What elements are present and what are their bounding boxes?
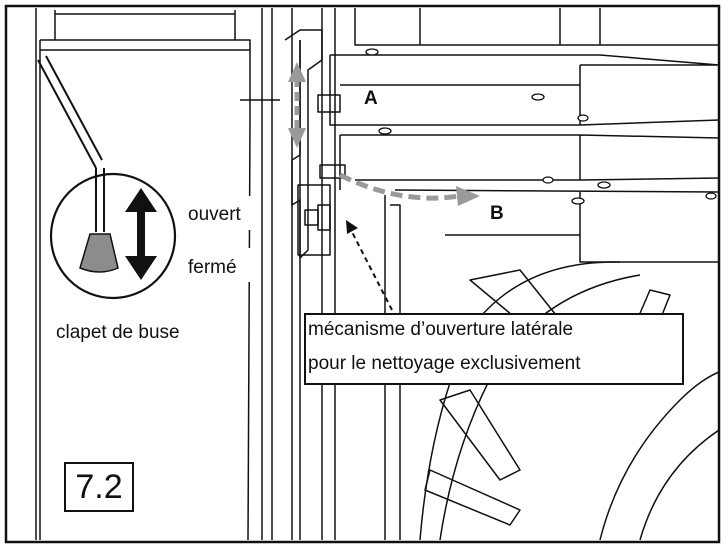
bolt xyxy=(577,114,589,122)
bolt xyxy=(597,181,611,189)
callout-line-1: mécanisme d’ouverture latérale xyxy=(308,319,574,340)
callout-line-2: pour le nettoyage exclusivement xyxy=(308,353,581,374)
frame-post xyxy=(261,8,293,540)
swing-motion-arrow-icon xyxy=(338,172,461,201)
label-closed: fermé xyxy=(188,257,237,278)
label-a: A xyxy=(364,88,378,109)
upper-housing-a xyxy=(329,54,720,126)
flap-rod-inner xyxy=(45,55,103,161)
hinge-bracket xyxy=(284,29,323,259)
label-open: ouvert xyxy=(188,204,241,225)
flap-rod-outer xyxy=(37,59,97,169)
callout-box xyxy=(304,313,684,385)
left-panel xyxy=(39,39,251,541)
double-arrow-icon xyxy=(125,188,157,280)
bolt xyxy=(531,93,545,101)
bolt xyxy=(705,192,717,200)
flap-cone xyxy=(79,233,119,273)
figure-number: 7.2 xyxy=(64,462,134,512)
callout-leader xyxy=(351,231,393,311)
lower-housing-b xyxy=(339,134,720,190)
label-b: B xyxy=(490,203,504,224)
label-nozzle-flap: clapet de buse xyxy=(56,322,180,343)
flap-detail-circle xyxy=(49,172,177,300)
bolt xyxy=(365,48,379,56)
bolt xyxy=(571,197,585,205)
bolt xyxy=(378,127,392,135)
bolt xyxy=(542,176,554,184)
